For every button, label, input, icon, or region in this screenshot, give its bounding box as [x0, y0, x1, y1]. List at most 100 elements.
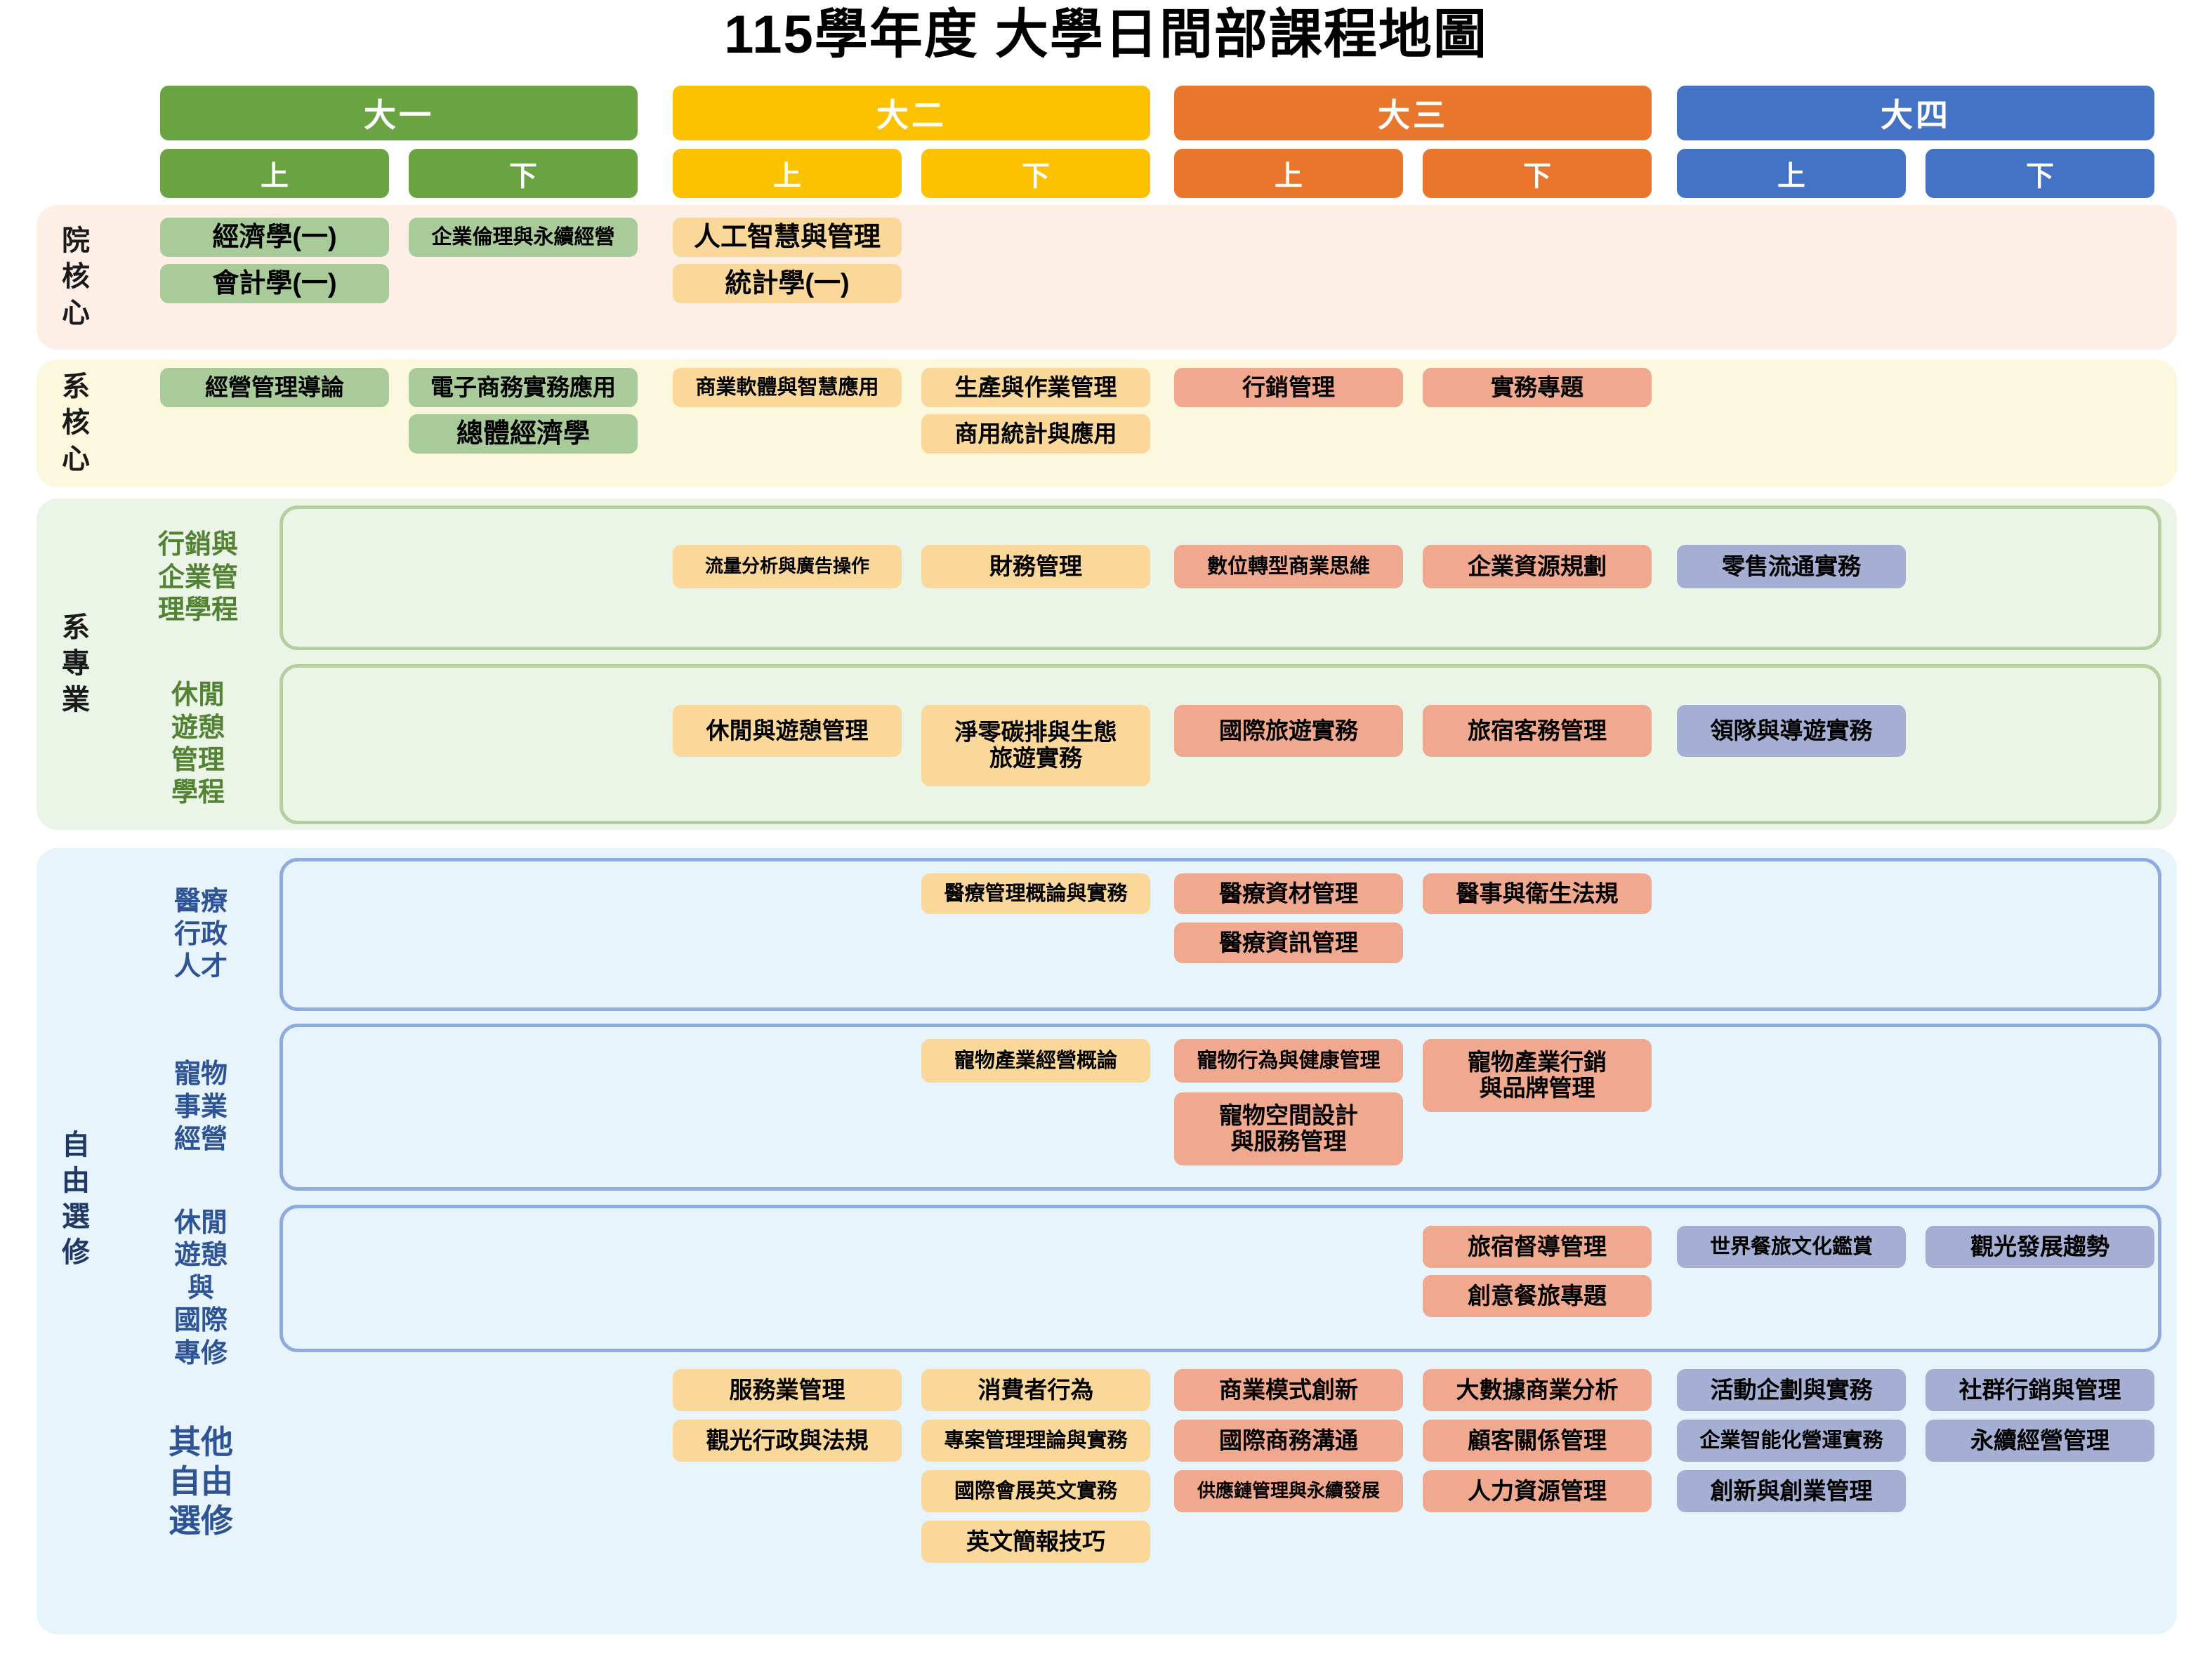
program-label-line: 國際	[173, 1306, 228, 1336]
year-header-row: 大一大二大三大四	[0, 86, 2212, 142]
course-chip-label: 行銷管理	[1242, 374, 1335, 400]
course-chip[interactable]: 醫療管理概論與實務	[921, 873, 1150, 914]
course-chip-label: 寵物行為與健康管理	[1197, 1049, 1381, 1072]
semester-header-4[interactable]: 下	[921, 149, 1150, 198]
course-chip[interactable]: 社群行銷與管理	[1925, 1369, 2154, 1411]
course-chip[interactable]: 英文簡報技巧	[921, 1521, 1150, 1563]
course-chip[interactable]: 寵物空間設計與服務管理	[1174, 1092, 1403, 1165]
year-header-3[interactable]: 大三	[1174, 86, 1652, 140]
course-chip[interactable]: 醫療資材管理	[1174, 873, 1403, 914]
course-chip[interactable]: 企業倫理與永續經營	[409, 218, 638, 257]
course-chip[interactable]: 流量分析與廣告操作	[673, 545, 902, 588]
course-chip-label: 醫療資材管理	[1219, 880, 1358, 906]
label-char: 自	[62, 1129, 90, 1161]
semester-header-5[interactable]: 上	[1174, 149, 1403, 198]
course-chip-label: 統計學(一)	[725, 268, 850, 298]
year-header-4[interactable]: 大四	[1677, 86, 2154, 140]
course-chip[interactable]: 人力資源管理	[1423, 1470, 1652, 1512]
course-chip[interactable]: 領隊與導遊實務	[1677, 705, 1906, 757]
course-chip[interactable]: 總體經濟學	[409, 414, 638, 454]
course-chip[interactable]: 專案管理理論與實務	[921, 1420, 1150, 1462]
program-label-line: 與	[187, 1273, 214, 1303]
semester-header-3[interactable]: 上	[673, 149, 902, 198]
course-chip[interactable]: 企業資源規劃	[1423, 545, 1652, 588]
course-chip[interactable]: 活動企劃與實務	[1677, 1369, 1906, 1411]
course-chip-label: 國際會展英文實務	[954, 1479, 1117, 1502]
course-chip[interactable]: 國際商務溝通	[1174, 1420, 1403, 1462]
course-chip[interactable]: 觀光行政與法規	[673, 1420, 902, 1462]
course-chip-label: 企業資源規劃	[1468, 553, 1607, 579]
course-chip[interactable]: 寵物行為與健康管理	[1174, 1039, 1403, 1083]
course-chip-label: 領隊與導遊實務	[1710, 717, 1873, 743]
semester-header-row: 上下上下上下上下	[0, 149, 2212, 199]
course-chip[interactable]: 觀光發展趨勢	[1925, 1226, 2154, 1268]
course-chip[interactable]: 醫事與衛生法規	[1423, 873, 1652, 914]
program-label-line: 行銷與	[157, 530, 238, 560]
course-chip[interactable]: 財務管理	[921, 545, 1150, 588]
course-chip-label: 總體經濟學	[456, 418, 590, 449]
course-chip[interactable]: 淨零碳排與生態旅遊實務	[921, 705, 1150, 786]
band-college-core: 院核心	[37, 205, 2177, 350]
course-chip[interactable]: 旅宿客務管理	[1423, 705, 1652, 757]
course-chip-label: 經營管理導論	[205, 374, 344, 400]
course-chip[interactable]: 企業智能化營運實務	[1677, 1420, 1906, 1462]
course-chip[interactable]: 創意餐旅專題	[1423, 1275, 1652, 1317]
course-chip[interactable]: 創新與創業管理	[1677, 1470, 1906, 1512]
year-header-2[interactable]: 大二	[673, 86, 1150, 140]
course-chip[interactable]: 人工智慧與管理	[673, 218, 902, 257]
semester-header-1[interactable]: 上	[160, 149, 389, 198]
course-chip[interactable]: 顧客關係管理	[1423, 1420, 1652, 1462]
course-chip[interactable]: 休閒與遊憩管理	[673, 705, 902, 757]
course-chip[interactable]: 世界餐旅文化鑑賞	[1677, 1226, 1906, 1268]
course-chip[interactable]: 會計學(一)	[160, 264, 389, 303]
course-chip[interactable]: 國際旅遊實務	[1174, 705, 1403, 757]
course-chip-label: 寵物產業經營概論	[954, 1049, 1117, 1072]
program-box-leisure-mgmt	[279, 664, 2161, 824]
semester-header-8[interactable]: 下	[1925, 149, 2154, 198]
course-chip[interactable]: 零售流通實務	[1677, 545, 1906, 588]
course-chip[interactable]: 供應鏈管理與永續發展	[1174, 1470, 1403, 1512]
course-chip-line: 旅遊實務	[989, 745, 1082, 771]
course-chip[interactable]: 消費者行為	[921, 1369, 1150, 1411]
course-chip[interactable]: 服務業管理	[673, 1369, 902, 1411]
program-label-leisure-mgmt: 休閒遊憩管理學程	[149, 657, 247, 831]
course-chip[interactable]: 經營管理導論	[160, 368, 389, 407]
course-chip-label: 商業軟體與智慧應用	[695, 376, 879, 399]
course-chip[interactable]: 旅宿督導管理	[1423, 1226, 1652, 1268]
course-chip-label: 休閒與遊憩管理	[706, 717, 869, 743]
course-chip-label: 商用統計與應用	[954, 420, 1117, 447]
course-chip[interactable]: 永續經營管理	[1925, 1420, 2154, 1462]
course-chip[interactable]: 國際會展英文實務	[921, 1470, 1150, 1512]
course-chip-label: 旅宿客務管理	[1468, 717, 1607, 743]
program-label-line: 理學程	[157, 595, 238, 626]
label-char: 核	[62, 261, 90, 293]
course-chip[interactable]: 商用統計與應用	[921, 414, 1150, 454]
semester-header-7[interactable]: 上	[1677, 149, 1906, 198]
course-chip[interactable]: 商業軟體與智慧應用	[673, 368, 902, 407]
course-chip[interactable]: 寵物產業經營概論	[921, 1039, 1150, 1083]
course-chip[interactable]: 行銷管理	[1174, 368, 1403, 407]
program-label-other-free: 其他自由選修	[152, 1397, 250, 1566]
year-header-1[interactable]: 大一	[160, 86, 638, 140]
course-chip[interactable]: 醫療資訊管理	[1174, 923, 1403, 963]
course-chip[interactable]: 生產與作業管理	[921, 368, 1150, 407]
course-chip[interactable]: 經濟學(一)	[160, 218, 389, 257]
course-chip[interactable]: 大數據商業分析	[1423, 1369, 1652, 1411]
course-chip-label: 服務業管理	[729, 1376, 845, 1403]
label-char: 系	[62, 612, 90, 644]
label-char: 心	[62, 443, 90, 475]
course-chip[interactable]: 統計學(一)	[673, 264, 902, 303]
semester-header-2[interactable]: 下	[409, 149, 638, 198]
course-chip[interactable]: 實務專題	[1423, 368, 1652, 407]
course-chip[interactable]: 電子商務實務應用	[409, 368, 638, 407]
label-char: 系	[62, 371, 90, 403]
band-label-free-elective: 自由選修	[37, 1080, 115, 1318]
program-label-line: 遊憩	[173, 1241, 228, 1271]
course-chip-label: 零售流通實務	[1722, 553, 1861, 579]
program-label-line: 行政	[173, 919, 228, 949]
course-chip[interactable]: 商業模式創新	[1174, 1369, 1403, 1411]
band-label-dept-core: 系核心	[37, 359, 115, 487]
semester-header-6[interactable]: 下	[1423, 149, 1652, 198]
course-chip[interactable]: 數位轉型商業思維	[1174, 545, 1403, 588]
course-chip[interactable]: 寵物產業行銷與品牌管理	[1423, 1039, 1652, 1112]
